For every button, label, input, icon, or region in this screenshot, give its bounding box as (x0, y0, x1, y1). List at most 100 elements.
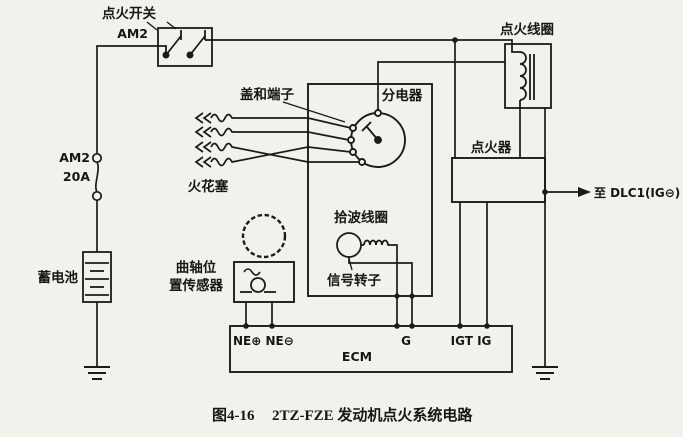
cap-terminal (374, 109, 382, 117)
cap-terminal (349, 148, 357, 156)
pickup-coil-circle (336, 232, 362, 258)
signal-rotor-label: 信号转子 (327, 272, 381, 289)
spark-plugs-group (194, 112, 233, 168)
rotor-arm (366, 126, 379, 141)
fuse-rating-label: 20A (63, 169, 90, 184)
plug-squiggle (210, 113, 233, 123)
battery-symbol (82, 251, 112, 303)
wire-pickup-lead-a (387, 244, 398, 327)
spark-plug-symbol (194, 141, 233, 153)
switch-blade (189, 35, 206, 56)
ignition-switch-symbol (157, 27, 213, 67)
plug-wire-2 (231, 131, 350, 141)
ecm-label: ECM (342, 349, 372, 364)
junction-dot (452, 37, 458, 43)
spark-plug-symbol (194, 156, 233, 168)
ecm-box (229, 325, 513, 373)
plug-chevron (202, 126, 212, 138)
junction-dot (409, 293, 415, 299)
plug-squiggle (210, 157, 233, 167)
plug-chevron (194, 112, 204, 124)
cap-terminal (358, 158, 366, 166)
g-terminal-label: G (401, 334, 411, 348)
terminal-dot (457, 323, 463, 329)
cap-terminal (349, 124, 357, 132)
fuse-symbol (91, 152, 103, 202)
distributor-label: 分电器 (382, 87, 423, 104)
plug-chevron (202, 156, 212, 168)
ignition-switch-label: 点火开关 (102, 5, 156, 22)
am2-top-label: AM2 (117, 26, 148, 41)
ground-icon-right (532, 366, 558, 380)
switch-entry-link (158, 45, 167, 52)
switch-contact-dot (186, 51, 194, 59)
plug-chevron (202, 141, 212, 153)
ignition-coil-symbol (504, 43, 552, 109)
wire-top-feed (211, 39, 513, 45)
pickup-spring (363, 239, 389, 246)
ignition-coil-box (504, 43, 552, 109)
to-dlc1-label: 至 DLC1(IG⊖) (594, 186, 680, 200)
plug-chevron (194, 126, 204, 138)
caption-title: 2TZ-FZE 发动机点火系统电路 (272, 406, 473, 424)
spark-plugs-label: 火花塞 (188, 178, 229, 195)
plug-chevron (194, 156, 204, 168)
plug-squiggle (210, 142, 233, 152)
plug-wire-1 (231, 117, 352, 129)
switch-label-pointer (146, 21, 158, 31)
switch-blade (165, 35, 182, 56)
pickup-coil-label: 拾波线圈 (334, 209, 388, 226)
cap-terminal (347, 136, 355, 144)
cap-and-terminals-label: 盖和端子 (240, 86, 294, 103)
igniter-label: 点火器 (471, 139, 512, 156)
coil-primary-link (511, 44, 520, 53)
rotor-tip (361, 121, 372, 132)
ne-terminals-label: NE⊕ NE⊖ (233, 334, 294, 348)
terminal-dot (409, 323, 415, 329)
caption-figure-number: 图4-16 (212, 407, 255, 424)
distributor-assembly (307, 83, 433, 297)
distributor-box (307, 83, 433, 297)
battery-box (82, 251, 112, 303)
wire-pickup-lead-b (348, 256, 413, 327)
am2-fuse-label: AM2 (59, 150, 90, 165)
battery-label: 蓄电池 (38, 269, 79, 286)
coil-winding (519, 51, 527, 101)
spark-plug-symbol (194, 112, 233, 124)
crank-sensor-symbol (233, 213, 295, 303)
crank-sensor-label-line2: 置传感器 (169, 277, 223, 294)
pickup-coil-symbol (336, 232, 389, 258)
junction-dot (542, 189, 548, 195)
junction-dots (243, 37, 548, 329)
fuse-link (95, 161, 99, 193)
terminal-dot (484, 323, 490, 329)
switch-contact-dot (162, 51, 170, 59)
spark-plug-symbol (194, 126, 233, 138)
sensor-loop (250, 277, 266, 293)
plug-squiggle (210, 127, 233, 137)
ignition-coil-label: 点火线圈 (500, 21, 554, 38)
terminal-dot (243, 323, 249, 329)
signal-rotor-gear (241, 213, 287, 259)
terminal-dot (394, 323, 400, 329)
sensor-wave (243, 268, 261, 276)
fuse-terminal (91, 190, 103, 202)
rotor-label-pointer (348, 258, 353, 271)
igt-ig-terminals-label: IGT IG (451, 334, 492, 348)
cap-label-pointer (282, 101, 346, 123)
igniter-box (451, 157, 546, 203)
plug-chevron (202, 112, 212, 124)
plug-wire-4 (231, 146, 352, 163)
fuse-terminal (91, 152, 103, 164)
terminal-dot (269, 323, 275, 329)
crank-sensor-box (233, 261, 295, 303)
junction-dot (394, 293, 400, 299)
dlc1-arrow-icon (578, 187, 591, 197)
ground-icon-left (84, 366, 110, 380)
crank-sensor-label-line1: 曲轴位 (176, 259, 217, 276)
ignition-switch-box (157, 27, 213, 67)
plug-chevron (194, 141, 204, 153)
wire-high-tension (377, 61, 506, 111)
